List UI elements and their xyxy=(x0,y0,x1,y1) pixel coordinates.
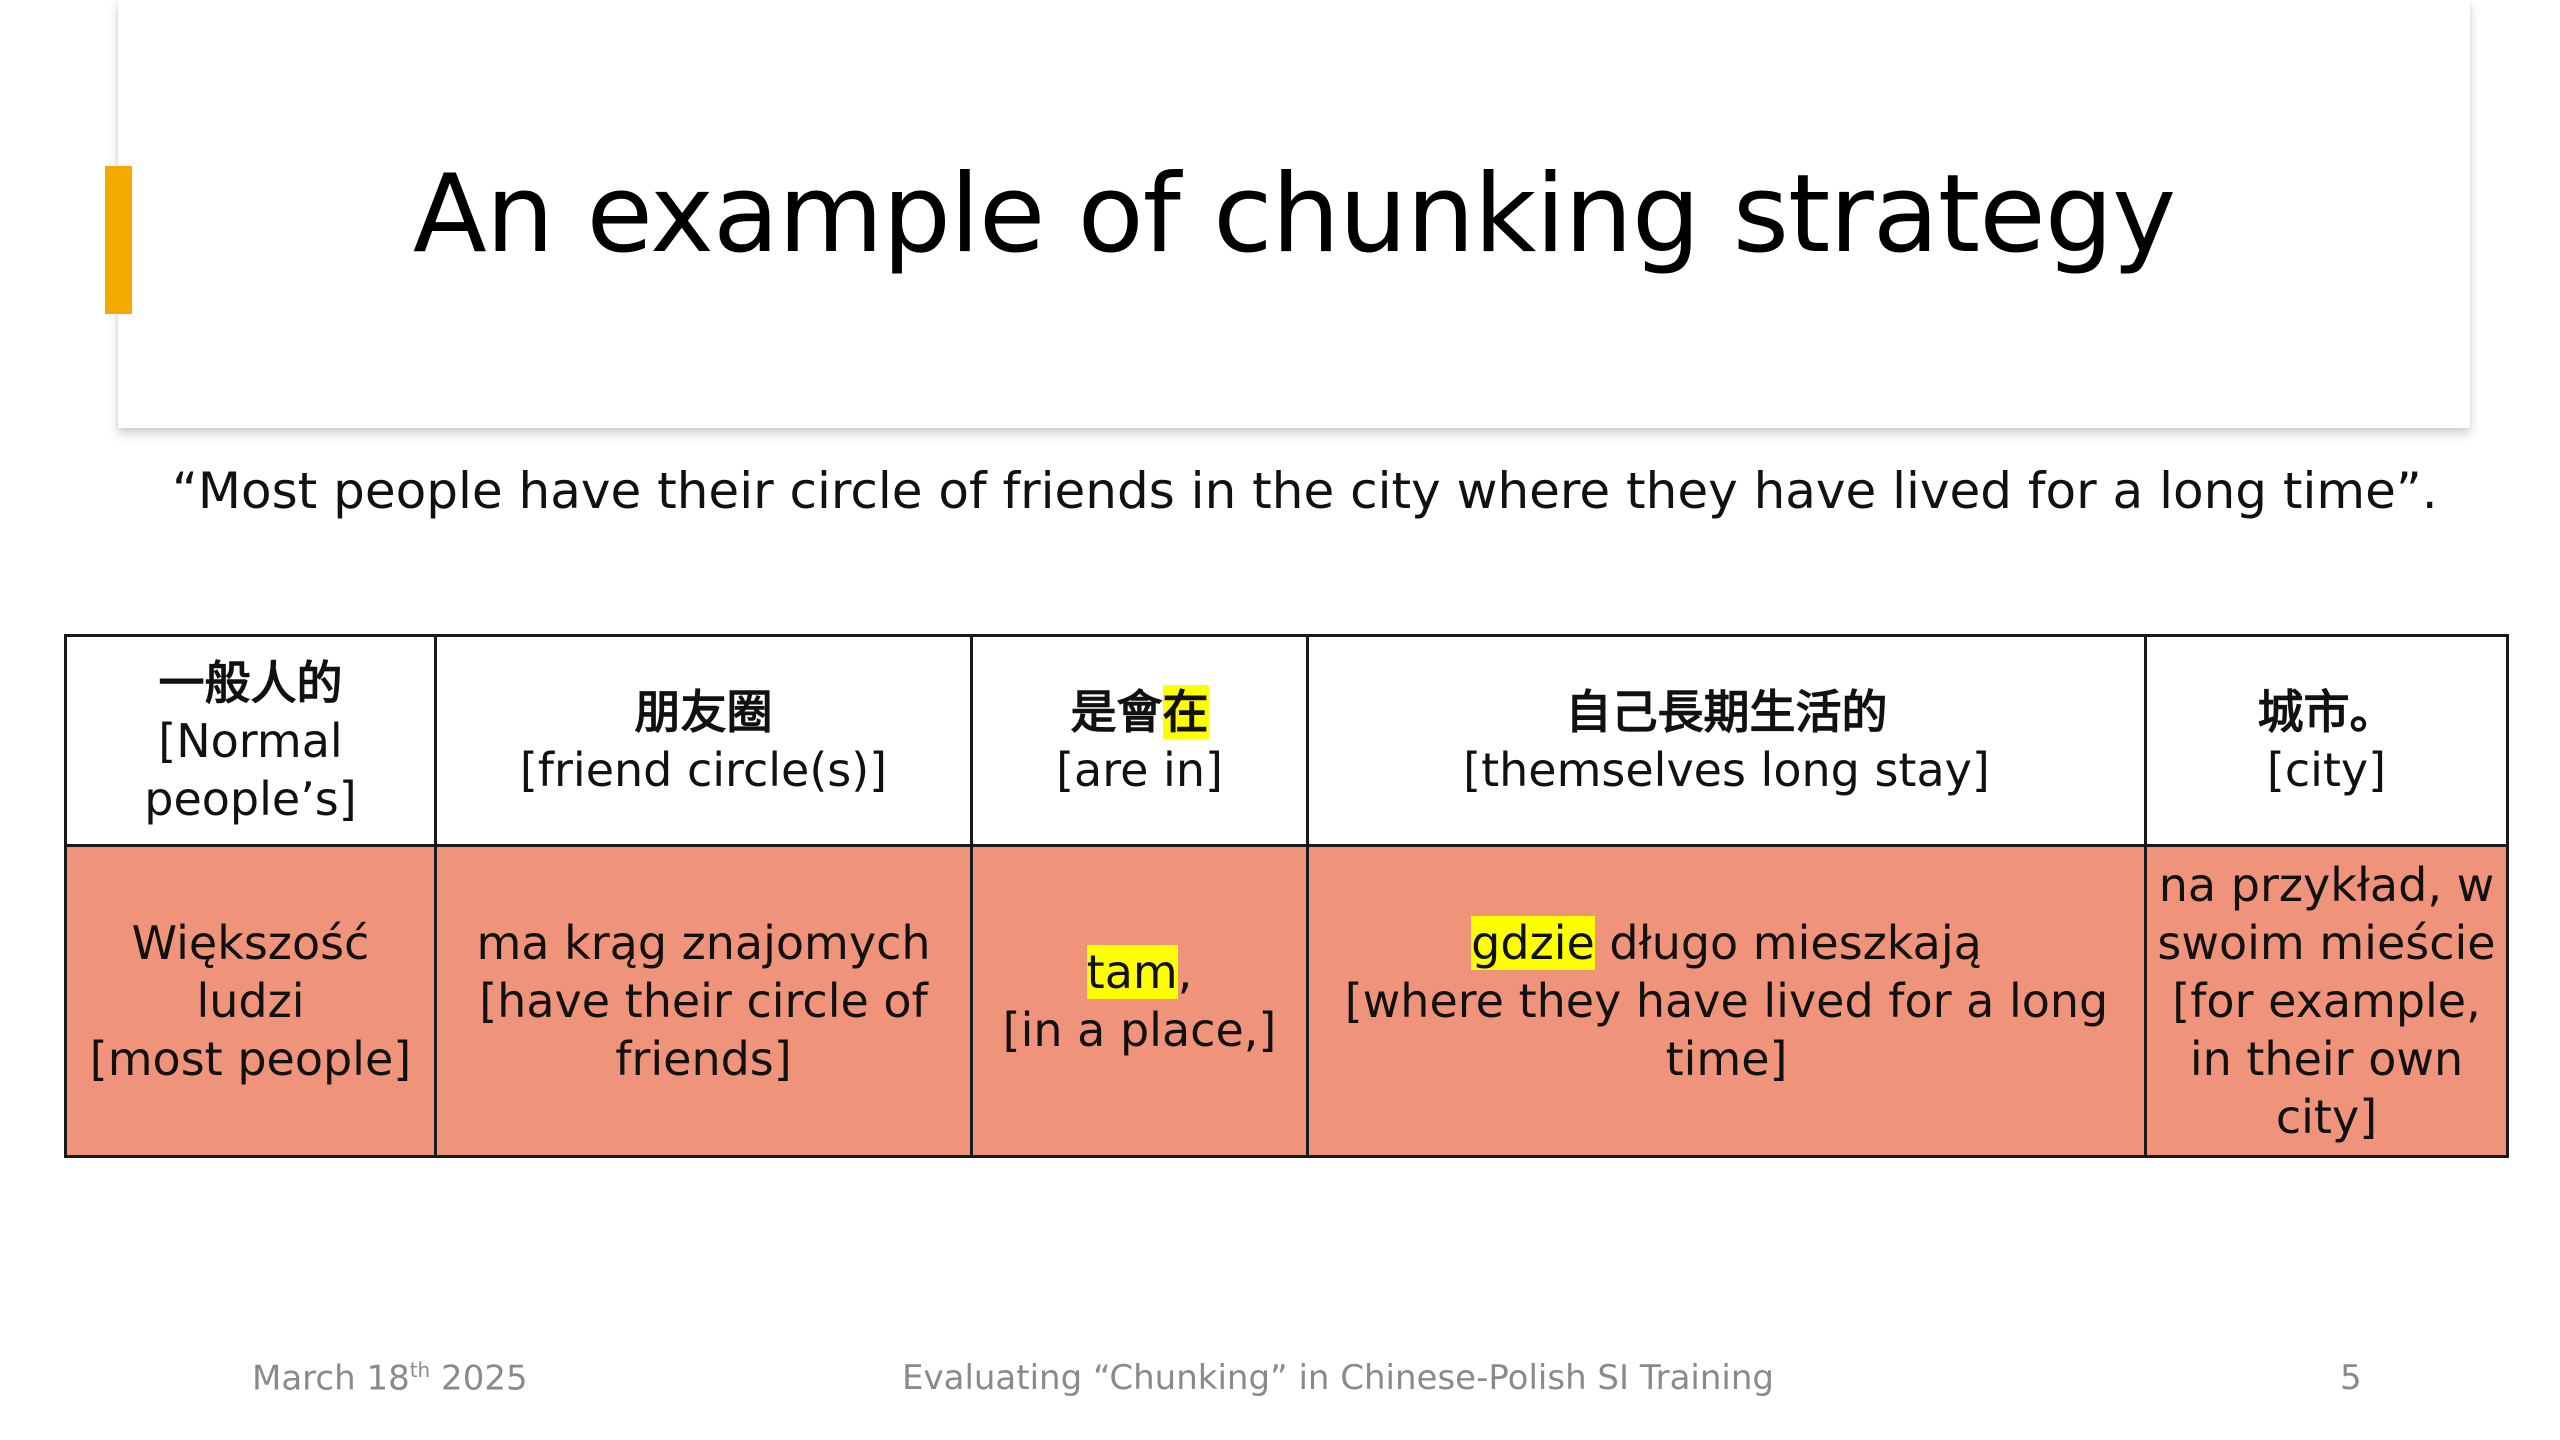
highlighted-polish-text: tam xyxy=(1086,945,1178,999)
gloss-text: [city] xyxy=(2266,742,2387,797)
footer-presentation-title: Evaluating “Chunking” in Chinese-Polish … xyxy=(902,1358,1774,1398)
example-sentence: “Most people have their circle of friend… xyxy=(172,462,2438,520)
chinese-chunk-3: 是會在 [are in] xyxy=(970,634,1309,847)
polish-text: na przykład, w swoim mieście xyxy=(2157,858,2496,970)
polish-text: Większość ludzi xyxy=(131,916,370,1028)
gloss-text: [have their circle of friends] xyxy=(479,974,928,1086)
polish-chunk-4: gdzie długo mieszkają [where they have l… xyxy=(1306,844,2147,1158)
polish-row: Większość ludzi [most people] ma krąg zn… xyxy=(64,844,2509,1158)
gloss-text: [are in] xyxy=(1056,742,1223,797)
accent-bar xyxy=(105,166,132,314)
chunking-table: 一般人的 [Normal people’s] 朋友圈 [friend circl… xyxy=(64,634,2509,1158)
highlighted-chinese-text: 在 xyxy=(1162,684,1209,739)
gloss-text: [where they have lived for a long time] xyxy=(1344,974,2109,1086)
gloss-text: [for example, in their own city] xyxy=(2172,974,2481,1144)
footer-date: March 18th 2025 xyxy=(252,1358,528,1398)
chinese-chunk-4: 自己長期生活的 [themselves long stay] xyxy=(1306,634,2147,847)
title-box xyxy=(118,0,2470,428)
chinese-text: 是會在 xyxy=(981,683,1298,741)
gloss-text: [in a place,] xyxy=(1002,1003,1277,1057)
polish-text: gdzie długo mieszkają xyxy=(1317,914,2136,972)
chinese-text: 城市。 xyxy=(2257,684,2396,739)
chinese-text: 自己長期生活的 xyxy=(1565,684,1888,739)
gloss-text: [most people] xyxy=(89,1032,412,1086)
polish-chunk-5: na przykład, w swoim mieście [for exampl… xyxy=(2144,844,2509,1158)
polish-text-rest: , xyxy=(1177,945,1193,999)
chinese-chunk-1: 一般人的 [Normal people’s] xyxy=(64,634,437,847)
chinese-chunk-5: 城市。 [city] xyxy=(2144,634,2509,847)
gloss-text: [friend circle(s)] xyxy=(519,742,888,797)
gloss-text: [themselves long stay] xyxy=(1463,742,1990,797)
footer-page-number: 5 xyxy=(2340,1358,2362,1398)
footer-date-suffix: th xyxy=(409,1358,431,1382)
footer-date-year: 2025 xyxy=(430,1358,528,1399)
polish-chunk-3: tam, [in a place,] xyxy=(970,844,1309,1158)
polish-text: ma krąg znajomych xyxy=(476,916,931,970)
gloss-text: [Normal people’s] xyxy=(144,713,357,826)
chinese-chunk-2: 朋友圈 [friend circle(s)] xyxy=(434,634,973,847)
polish-text-rest: długo mieszkają xyxy=(1594,916,1982,970)
slide-title: An example of chunking strategy xyxy=(412,151,2176,277)
footer-date-prefix: March 18 xyxy=(252,1358,410,1399)
chinese-row: 一般人的 [Normal people’s] 朋友圈 [friend circl… xyxy=(64,634,2509,847)
polish-chunk-2: ma krąg znajomych [have their circle of … xyxy=(434,844,973,1158)
polish-text: tam, xyxy=(981,943,1298,1001)
highlighted-polish-text: gdzie xyxy=(1471,916,1595,970)
chinese-text-plain: 是會 xyxy=(1070,684,1163,739)
polish-chunk-1: Większość ludzi [most people] xyxy=(64,844,437,1158)
chinese-text: 一般人的 xyxy=(158,655,343,710)
chinese-text: 朋友圈 xyxy=(634,684,773,739)
